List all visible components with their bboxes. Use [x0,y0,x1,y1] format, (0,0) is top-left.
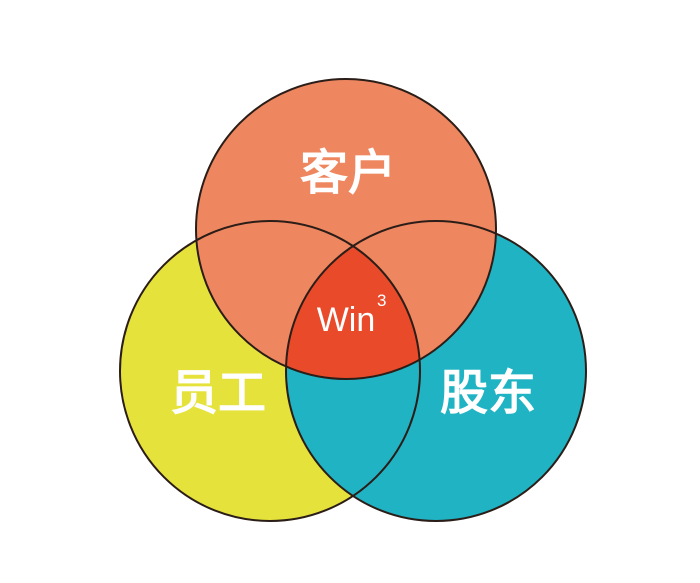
label-customers: 客户 [300,145,396,201]
center-label: Win [317,301,376,339]
center-superscript: 3 [377,291,386,310]
circle-customers [196,79,496,379]
circle-shareholders-outline [285,220,587,522]
circle-customers-outline [195,78,497,380]
circle-employees-outline [119,220,421,522]
label-employees: 员工 [170,365,266,421]
label-shareholders: 股东 [440,365,536,421]
center-intersection [286,221,420,379]
